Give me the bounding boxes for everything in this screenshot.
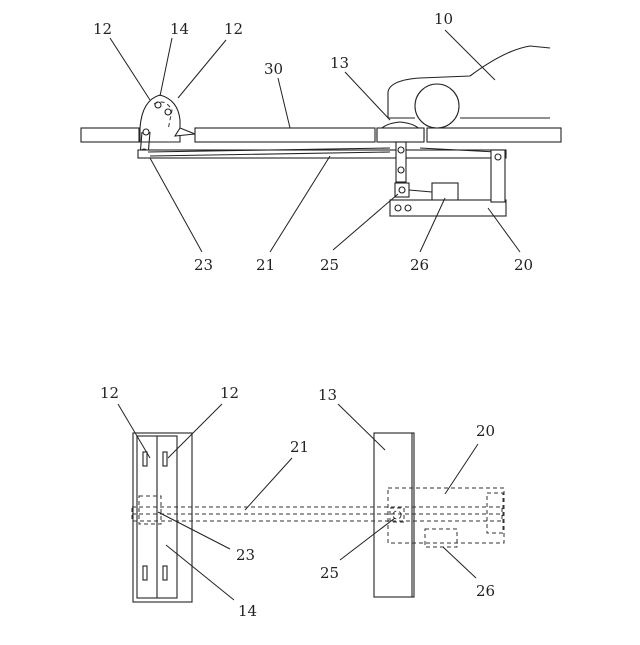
label-25: 25 [320,256,339,274]
plan-view: 12 12 13 21 20 23 25 26 14 [100,384,504,620]
label-20: 20 [514,256,533,274]
car-wheel [415,84,459,128]
plan-label-12-left: 12 [100,384,119,402]
floor-plate-right [427,128,561,142]
label-12-left: 12 [93,20,112,38]
label-23: 23 [194,256,213,274]
plan-label-21: 21 [290,438,309,456]
plan-label-13: 13 [318,386,337,404]
stop-plate-13 [374,433,414,597]
ramp-plate-30 [195,128,375,142]
label-12-right: 12 [224,20,243,38]
plan-label-12-right: 12 [220,384,239,402]
plan-label-23: 23 [236,546,255,564]
side-view: 10 12 14 12 30 13 23 21 25 26 20 [81,10,561,274]
plan-label-25: 25 [320,564,339,582]
plan-label-20: 20 [476,422,495,440]
car-body [388,46,550,118]
label-26: 26 [410,256,429,274]
label-10: 10 [434,10,453,28]
floor-plate-left [81,128,139,142]
motor-26-plan [425,529,457,547]
label-14: 14 [170,20,189,38]
label-30: 30 [264,60,283,78]
label-21: 21 [256,256,275,274]
label-13: 13 [330,54,349,72]
plan-label-26: 26 [476,582,495,600]
plan-label-14: 14 [238,602,257,620]
